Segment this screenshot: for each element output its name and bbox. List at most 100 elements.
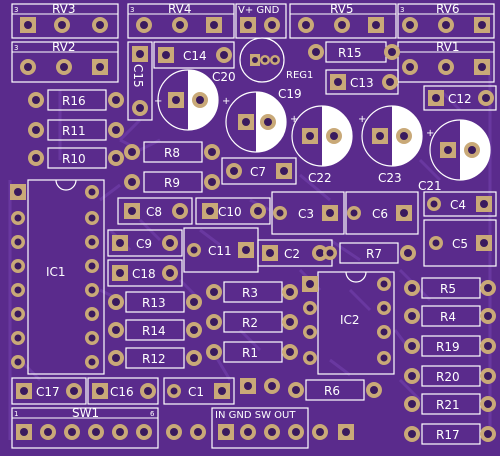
ic2-label: IC2: [340, 313, 360, 327]
r14-label: R14: [142, 324, 166, 338]
svg-text:+: +: [222, 96, 230, 107]
r12: R12: [108, 347, 202, 369]
c23-label: C23: [378, 171, 402, 185]
c14-label: C14: [183, 49, 207, 63]
r8-label: R8: [164, 146, 180, 160]
c18: C18: [107, 259, 183, 287]
reg1-label: REG1: [286, 70, 313, 81]
c11: C11: [183, 227, 259, 273]
rv5-label: RV5: [330, 2, 354, 16]
svg-text:3: 3: [400, 6, 404, 14]
c13-label: C13: [350, 76, 374, 90]
r5: R5: [404, 277, 496, 299]
rv1: RV1: [397, 40, 495, 83]
c2: C2: [257, 239, 333, 267]
r2-label: R2: [242, 316, 258, 330]
c1-label: C1: [188, 385, 204, 399]
r7-label: R7: [366, 247, 382, 261]
c23-cap: + C23: [358, 105, 423, 185]
r8: R8: [124, 141, 220, 163]
r6: R6: [288, 379, 382, 401]
r7: R7: [323, 242, 416, 264]
c9: C9: [107, 229, 183, 257]
c17-label: C17: [36, 385, 60, 399]
r13-label: R13: [142, 296, 166, 310]
rv4-label: RV4: [168, 2, 192, 16]
misc-pads: [166, 424, 354, 440]
r15-label: R15: [338, 46, 362, 60]
svg-text:+: +: [358, 114, 366, 125]
c15: C15: [127, 41, 153, 121]
r20: R20: [404, 365, 496, 387]
c21-cap: + C21: [418, 119, 491, 193]
r21: R21: [404, 393, 496, 415]
r16: R16: [28, 89, 124, 111]
r15: R15: [308, 41, 400, 63]
c8-label: C8: [146, 205, 162, 219]
power-header: V+ GND: [235, 3, 287, 39]
r19: R19: [404, 335, 496, 357]
c20-cap: +: [154, 69, 219, 131]
c16-label: C16: [110, 385, 134, 399]
r5-label: R5: [440, 282, 456, 296]
ic2: IC2: [302, 271, 395, 375]
c11-label: C11: [208, 244, 232, 258]
c18-label: C18: [132, 267, 156, 281]
io-header-label: IN GND SW OUT: [215, 410, 296, 421]
r17-label: R17: [436, 428, 460, 442]
c6: C6: [345, 191, 419, 235]
r11: R11: [28, 119, 124, 141]
r4: R4: [404, 305, 496, 327]
r1-label: R1: [242, 346, 258, 360]
c10: C10: [195, 197, 271, 225]
rv2-label: RV2: [52, 40, 76, 54]
c6-label: C6: [372, 207, 388, 221]
r1: R1: [206, 341, 298, 363]
rv3: RV3 3: [11, 2, 119, 39]
r9: R9: [124, 171, 220, 193]
c12: C12: [423, 85, 497, 111]
svg-text:+: +: [290, 114, 298, 125]
rv4: RV4 3: [127, 2, 235, 39]
r17: R17: [404, 423, 496, 445]
reg1: REG1: [239, 37, 313, 83]
rv2: RV2 3: [11, 40, 119, 83]
rv3-label: RV3: [52, 2, 76, 16]
sw1-label: SW1: [72, 406, 99, 420]
r13: R13: [108, 291, 202, 313]
sw1-pin6-label: 6: [150, 410, 155, 418]
c22-cap: + C22: [290, 105, 353, 185]
c14: C14: [153, 41, 235, 69]
c7: C7: [221, 157, 297, 185]
c22-label: C22: [308, 171, 332, 185]
c21-label: C21: [418, 179, 442, 193]
c13: C13: [325, 69, 399, 95]
c9-label: C9: [136, 237, 152, 251]
c16: C16: [87, 377, 159, 405]
svg-text:3: 3: [130, 6, 134, 14]
r11-label: R11: [62, 124, 86, 138]
r10: R10: [28, 147, 124, 169]
c4: C4: [423, 191, 497, 217]
c5: C5: [423, 219, 497, 267]
c1: C1: [163, 377, 235, 405]
svg-text:3: 3: [14, 6, 18, 14]
svg-text:+: +: [426, 128, 434, 139]
r4-label: R4: [440, 310, 456, 324]
c20-label: C20: [212, 70, 236, 84]
c15-label: C15: [131, 64, 145, 88]
sw1-pin1-label: 1: [14, 410, 18, 418]
c7-label: C7: [250, 165, 266, 179]
power-header-label: V+ GND: [238, 5, 280, 16]
rv5: RV5: [289, 2, 397, 39]
r19-label: R19: [436, 340, 460, 354]
r9-label: R9: [164, 176, 180, 190]
r12-label: R12: [142, 352, 166, 366]
rv6-label: RV6: [436, 2, 460, 16]
switch-pads: [240, 378, 280, 394]
svg-text:+: +: [154, 96, 162, 107]
sw1: SW1 1 6: [11, 406, 159, 449]
c3: C3: [271, 191, 345, 235]
rv6: RV6 3: [397, 2, 495, 39]
